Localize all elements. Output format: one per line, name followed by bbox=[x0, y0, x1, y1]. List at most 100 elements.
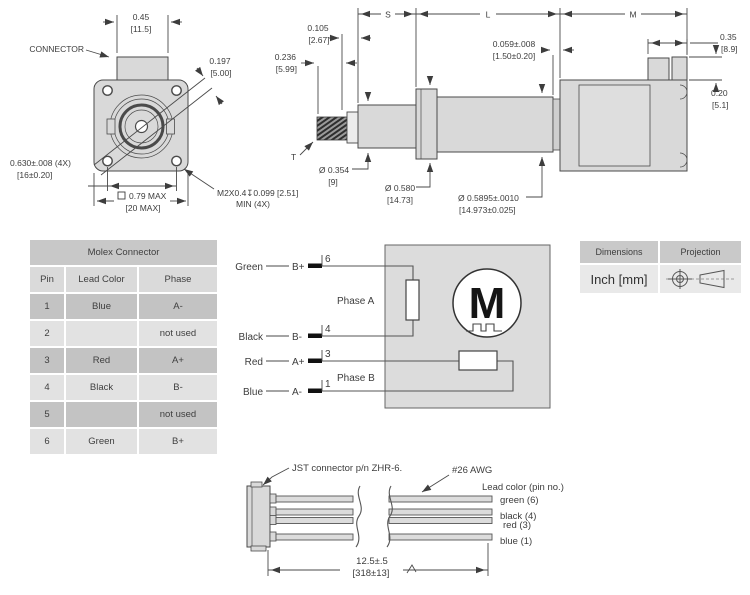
cable-lead-label: black (4) bbox=[500, 511, 536, 522]
phase-b-winding bbox=[458, 350, 498, 371]
pin-crimp bbox=[308, 358, 322, 363]
motor-symbol: M bbox=[469, 279, 506, 328]
dim-holes-mm: [16±0.20] bbox=[17, 170, 52, 180]
square-symbol-icon bbox=[117, 191, 126, 200]
col-header-pin: Pin bbox=[30, 267, 64, 292]
dim-m-label: M bbox=[629, 10, 636, 20]
wire-blue bbox=[388, 533, 493, 541]
side-connector-shape bbox=[647, 57, 670, 81]
label-t: T bbox=[291, 152, 296, 162]
third-angle-projection-icon bbox=[665, 269, 735, 289]
body-cylinder bbox=[436, 96, 554, 153]
dim-0105-mm: [2.67] bbox=[308, 35, 329, 45]
dim-0105-in: 0.105 bbox=[307, 23, 329, 33]
mounting-hole bbox=[171, 85, 182, 96]
front-sleeve bbox=[357, 104, 417, 149]
flange bbox=[415, 88, 438, 160]
lead-color-cell: Black bbox=[66, 375, 137, 400]
phase-cell: B+ bbox=[139, 429, 217, 454]
dia-05895-in: Ø 0.5895±.0010 bbox=[458, 193, 519, 203]
dia-05895-mm: [14.973±0.025] bbox=[459, 205, 516, 215]
molex-table-title: Molex Connector bbox=[30, 240, 217, 265]
pin-crimp bbox=[308, 333, 322, 338]
table-row: 6 Green B+ bbox=[30, 429, 217, 454]
lead-color-cell: Red bbox=[66, 348, 137, 373]
dia-0354-mm: [9] bbox=[328, 177, 337, 187]
wiring-diagram: M 6 4 3 1 Green B+ Black B- Red A+ Blue … bbox=[235, 244, 551, 409]
front-view-drawing: 0.45 [11.5] CONNECTOR 0.197 [5.00] 0.630… bbox=[10, 12, 298, 213]
dim-s-label: S bbox=[385, 10, 391, 20]
projection-cell bbox=[660, 265, 741, 293]
dim-body-in: 0.79 MAX bbox=[129, 191, 167, 201]
wire-break bbox=[386, 485, 393, 548]
dim-0059-in: 0.059±.008 bbox=[493, 39, 536, 49]
molex-connector-table: Molex Connector Pin Lead Color Phase 1 B… bbox=[28, 238, 219, 456]
front-connector-shape bbox=[116, 56, 169, 81]
phase-cell: B- bbox=[139, 375, 217, 400]
lead-color-label: Green bbox=[235, 262, 263, 273]
lead-terminal-label: A- bbox=[292, 387, 302, 398]
pin-number: 1 bbox=[325, 379, 331, 390]
dim-pilot-mm: [5.00] bbox=[210, 68, 231, 78]
lead-terminal-label: B- bbox=[292, 332, 302, 343]
lead-color-cell: Green bbox=[66, 429, 137, 454]
pin-cell: 3 bbox=[30, 348, 64, 373]
cable-length-mm: [318±13] bbox=[353, 568, 390, 579]
lead-color-label: Red bbox=[245, 357, 263, 368]
col-header-lead-color: Lead Color bbox=[66, 267, 137, 292]
pin-number: 4 bbox=[325, 324, 331, 335]
dia-0580-mm: [14.73] bbox=[387, 195, 413, 205]
table-row: 3 Red A+ bbox=[30, 348, 217, 373]
cable-lead-label: green (6) bbox=[500, 495, 539, 506]
dim-0059-mm: [1.50±0.20] bbox=[493, 51, 535, 61]
side-view-drawing: S L M 0.105 [2.67] 0.236 [5.99] 0.059±.0… bbox=[275, 8, 738, 215]
wire-blue bbox=[275, 533, 354, 541]
phase-cell: A- bbox=[139, 294, 217, 319]
dim-connector-width-in: 0.45 bbox=[133, 12, 150, 22]
dim-020-in: 0.20 bbox=[711, 88, 728, 98]
dim-035-mm: [8.9] bbox=[721, 44, 738, 54]
cable-lead-label: blue (1) bbox=[500, 536, 532, 547]
dim-0236-in: 0.236 bbox=[275, 52, 297, 62]
lead-color-header: Lead color (pin no.) bbox=[482, 482, 564, 493]
table-row: 2 not used bbox=[30, 321, 217, 346]
dim-l-label: L bbox=[486, 10, 491, 20]
pin-cell: 1 bbox=[30, 294, 64, 319]
dim-connector-width-mm: [11.5] bbox=[131, 24, 152, 34]
dia-0354-in: Ø 0.354 bbox=[319, 165, 350, 175]
thread-note-line1: M2X0.4↧0.099 [2.51] bbox=[217, 188, 298, 198]
wire-red bbox=[388, 517, 493, 524]
col-header-phase: Phase bbox=[139, 267, 217, 292]
lead-color-cell: Blue bbox=[66, 294, 137, 319]
table-row: 5 not used bbox=[30, 402, 217, 427]
awg-note: #26 AWG bbox=[452, 465, 492, 476]
lead-color-cell bbox=[66, 321, 137, 346]
wire-black bbox=[275, 508, 354, 516]
dim-holes-in: 0.630±.008 (4X) bbox=[10, 158, 71, 168]
dim-body-mm: [20 MAX] bbox=[126, 203, 161, 213]
phase-cell: not used bbox=[139, 402, 217, 427]
motor-circle bbox=[452, 268, 522, 338]
dim-line-break bbox=[406, 564, 417, 574]
pin-cell: 4 bbox=[30, 375, 64, 400]
dimensions-header: Dimensions bbox=[580, 241, 658, 263]
wire-red bbox=[275, 517, 354, 524]
jst-note: JST connector p/n ZHR-6. bbox=[292, 463, 402, 474]
mounting-hole bbox=[102, 85, 113, 96]
mounting-hole bbox=[171, 155, 182, 167]
units-value: Inch [mm] bbox=[580, 265, 658, 293]
shaft-hub bbox=[134, 119, 149, 134]
pin-cell: 6 bbox=[30, 429, 64, 454]
cable-lead-label: red (3) bbox=[503, 520, 531, 531]
lead-terminal-label: A+ bbox=[292, 357, 305, 368]
projection-header: Projection bbox=[660, 241, 741, 263]
dim-pilot-in: 0.197 bbox=[209, 56, 231, 66]
mounting-hole bbox=[102, 155, 113, 167]
cable-diagram: JST connector p/n ZHR-6. #26 AWG Lead co… bbox=[246, 463, 564, 579]
jst-connector-shape bbox=[246, 485, 271, 548]
pin-number: 3 bbox=[325, 349, 331, 360]
lead-color-cell bbox=[66, 402, 137, 427]
table-row: 4 Black B- bbox=[30, 375, 217, 400]
pin-number: 6 bbox=[325, 254, 331, 265]
